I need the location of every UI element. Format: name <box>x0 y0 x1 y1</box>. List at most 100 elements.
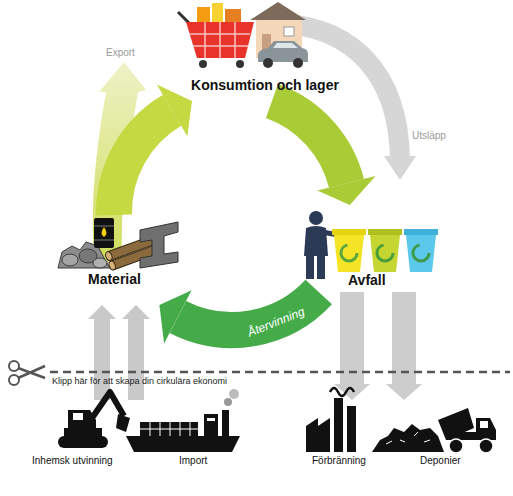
bin-lid <box>404 229 438 235</box>
arrow-head <box>122 305 150 319</box>
ship-window <box>207 418 215 421</box>
extraction-node: Inhemsk utvinning <box>28 400 125 470</box>
emission-label: Utsläpp <box>412 130 446 142</box>
basket-grid <box>190 22 250 58</box>
truck-window <box>480 421 488 428</box>
ship-smoke <box>224 398 232 406</box>
car-icon <box>258 41 308 68</box>
truck-cab <box>476 418 496 440</box>
car-wheel <box>263 58 273 68</box>
ship-smoke <box>229 389 239 399</box>
basket-wheel <box>236 60 244 68</box>
material-to-consumption-arrow <box>114 85 192 216</box>
ship-containers <box>140 422 198 436</box>
oil-barrel <box>94 218 114 248</box>
factory-chimney <box>347 406 356 452</box>
barrel-band <box>94 226 114 240</box>
container-lines <box>140 422 198 436</box>
export-label: Export <box>106 47 135 59</box>
truck-wheel <box>479 439 493 453</box>
debris-texture <box>386 432 430 444</box>
bin-lid <box>332 229 366 235</box>
emission-flow-head <box>384 156 416 180</box>
consumption-to-waste-arrow <box>272 101 376 205</box>
ship-icon <box>126 389 240 452</box>
recycle-mark <box>413 245 429 261</box>
person-leg <box>306 255 314 279</box>
debris-pile <box>372 424 444 452</box>
edge-label: Återvinning <box>245 304 306 339</box>
cut-line-note: Klipp här för att skapa din cirkulära ek… <box>52 376 227 386</box>
incinerator-icon <box>306 388 356 452</box>
arrow-shaft <box>114 110 172 215</box>
recycling-bin <box>334 235 364 272</box>
node-label: Avfall <box>348 272 386 288</box>
house-window <box>284 27 294 36</box>
rock <box>62 254 78 266</box>
bin-lid <box>368 229 402 235</box>
excavator-arm <box>92 392 124 418</box>
car-window <box>273 43 298 48</box>
node-label: Deponier <box>420 455 461 467</box>
scissors-handle <box>9 361 19 371</box>
recycling-bin <box>406 235 436 272</box>
arrow-shaft <box>128 319 144 400</box>
log-end <box>108 260 117 271</box>
node-label: Konsumtion och lager <box>170 77 360 93</box>
raw-material-icon <box>58 218 178 271</box>
ship-chimney <box>222 410 229 436</box>
excavator-cab <box>68 410 96 428</box>
house-roof <box>250 2 306 20</box>
excavator-icon <box>58 392 130 448</box>
cycle-arrows <box>114 85 376 344</box>
arrow-head <box>159 290 191 343</box>
arrow-head <box>157 85 192 137</box>
landfill-icon <box>372 408 496 453</box>
arrow-shaft <box>272 101 347 183</box>
material-node: Material <box>50 215 180 305</box>
node-label: Förbränning <box>312 455 366 467</box>
shopping-basket-icon <box>178 3 254 68</box>
incineration-node: Förbränning <box>300 400 370 470</box>
ship-hull <box>126 436 240 452</box>
truck-wheel <box>449 439 463 453</box>
scissors-handle <box>9 375 19 385</box>
person-head <box>309 211 323 225</box>
waste-icon <box>304 211 438 279</box>
arrow-shaft <box>94 319 110 400</box>
arrow-shaft <box>392 292 416 384</box>
waste-node: Avfall <box>290 205 445 292</box>
recycling-arrow <box>159 290 318 343</box>
car-wheel <box>293 58 303 68</box>
factory-smoke <box>330 388 354 396</box>
arrow-head <box>88 305 116 319</box>
landfill-node: Deponier <box>372 400 500 470</box>
arrow-shaft <box>340 292 364 384</box>
recycle-mark <box>341 245 357 261</box>
excavator-track <box>58 436 108 448</box>
steel-beam <box>140 222 178 268</box>
incineration-arrow <box>334 292 370 400</box>
node-label: Inhemsk utvinning <box>32 455 113 467</box>
basket-item <box>212 3 223 24</box>
arrow-head <box>386 384 422 400</box>
factory-chimney <box>334 398 343 452</box>
dashed-cut-line <box>50 371 510 374</box>
ship-bridge <box>204 414 218 436</box>
person-leg <box>317 255 325 279</box>
excavator-base <box>64 428 102 436</box>
basket-item <box>225 9 241 24</box>
node-label: Material <box>88 271 141 287</box>
basket-wheel <box>199 60 207 68</box>
rock <box>93 258 107 268</box>
consumption-node: Konsumtion och lager <box>170 0 360 101</box>
scissors-blade <box>18 366 45 378</box>
arrow-head <box>317 176 375 205</box>
log-end <box>104 251 113 262</box>
recycle-mark <box>377 245 393 261</box>
factory-building <box>306 418 330 452</box>
